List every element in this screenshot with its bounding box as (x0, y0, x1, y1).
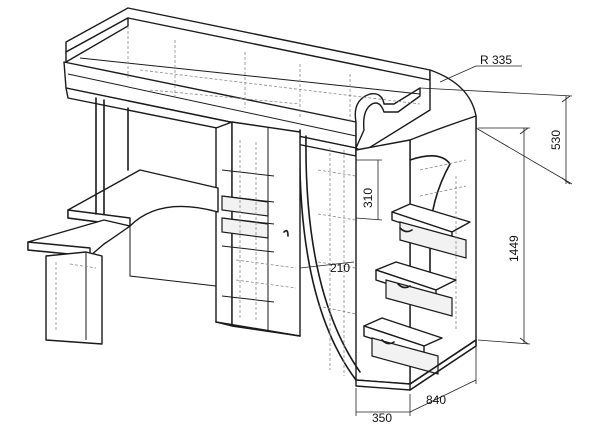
dim-label-530: 530 (549, 130, 563, 150)
dim-label-840: 840 (426, 393, 446, 407)
dim-label-310: 310 (361, 188, 375, 208)
dim-label-radius: R 335 (480, 53, 512, 67)
dim-label-350: 350 (372, 411, 392, 425)
dimension-lines (299, 65, 573, 416)
desk (27, 97, 219, 345)
stair-tower (298, 69, 477, 391)
wardrobe (215, 121, 301, 337)
dim-label-210: 210 (330, 261, 350, 275)
dim-label-1449: 1449 (507, 235, 521, 262)
